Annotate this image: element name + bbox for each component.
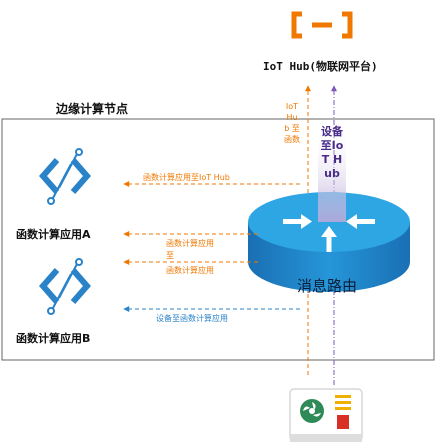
fn-to-hub-vertical-label: IoT Hub 至函数 [284, 102, 300, 144]
function-compute-icon [39, 148, 91, 205]
app-b-label: 函数计算应用B [16, 332, 91, 345]
aliyun-logo-icon [291, 11, 353, 39]
iot-hub-label: IoT Hub(物联网平台) [263, 60, 378, 73]
fn-to-fn-label-mid: 至 [166, 251, 174, 260]
device-to-hub-vertical-label: 设备至IoT Hub [320, 125, 344, 180]
device-to-hub-beam [318, 124, 346, 222]
fn-to-fn-label-bottom: 函数计算应用 [166, 266, 214, 275]
iot-device-icon [289, 388, 363, 442]
edge-node-title: 边缘计算节点 [56, 102, 129, 116]
router-arrows-icon [283, 214, 375, 252]
device-to-fn-label: 设备至函数计算应用 [156, 314, 228, 323]
fn-to-fn-label-top: 函数计算应用 [166, 239, 214, 248]
fn-to-hub-label: 函数计算应用至IoT Hub [143, 173, 230, 182]
edge-node-boundary [1, 118, 435, 361]
router-label: 消息路由 [297, 277, 358, 295]
app-a-label: 函数计算应用A [16, 228, 91, 241]
function-compute-icon [39, 258, 91, 315]
